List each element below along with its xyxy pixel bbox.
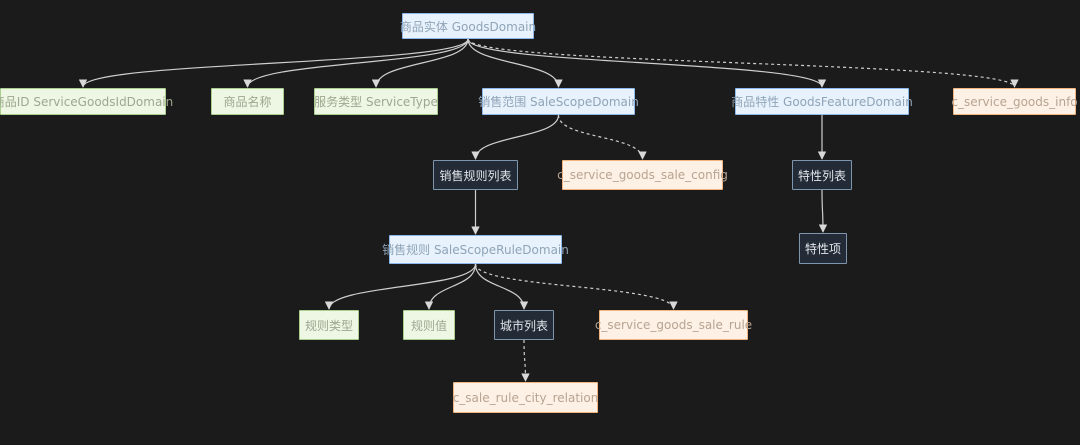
node-goods-id[interactable]: 商品ID ServiceGoodsIdDomain <box>0 88 173 115</box>
edge-goods_domain-to-goods_name <box>243 38 469 88</box>
edge-goods_domain-to-goods_info_table <box>467 38 1019 88</box>
edge-city_list-to-city_relation_table <box>521 339 530 382</box>
edge-sale_scope-to-sale_config_table <box>557 114 647 160</box>
node-goods-info-table[interactable]: c_service_goods_info <box>951 88 1078 115</box>
node-goods-domain[interactable]: 商品实体 GoodsDomain <box>400 13 536 39</box>
node-feature-list[interactable]: 特性列表 <box>792 160 852 190</box>
node-feature-item[interactable]: 特性项 <box>799 233 847 264</box>
edge-sale_rule-to-sale_rule_table <box>474 263 678 310</box>
edge-goods_domain-to-sale_scope <box>467 38 563 88</box>
edge-sale_rule-to-city_list <box>474 263 529 310</box>
node-city-relation-table[interactable]: c_sale_rule_city_relation <box>453 382 598 413</box>
node-sale-config-table[interactable]: c_service_goods_sale_config <box>557 160 728 190</box>
edge-goods_domain-to-service_type <box>371 38 469 88</box>
node-goods-feature[interactable]: 商品特性 GoodsFeatureDomain <box>731 88 913 115</box>
node-goods-name[interactable]: 商品名称 <box>211 88 284 115</box>
edge-goods_domain-to-goods_id <box>78 38 469 88</box>
edge-sale_scope-to-sale_rule_list <box>471 114 560 160</box>
node-rule-type[interactable]: 规则类型 <box>299 310 359 340</box>
edge-sale_rule-to-rule_value <box>424 263 477 310</box>
node-sale-rule-list[interactable]: 销售规则列表 <box>433 160 518 190</box>
edge-goods_domain-to-goods_feature <box>467 38 827 88</box>
node-service-type[interactable]: 服务类型 ServiceType <box>314 88 438 115</box>
node-sale-rule[interactable]: 销售规则 SaleScopeRuleDomain <box>382 235 569 264</box>
edge-feature_list-to-feature_item <box>818 189 828 233</box>
edge-sale_rule-to-rule_type <box>324 263 477 310</box>
node-sale-scope[interactable]: 销售范围 SaleScopeDomain <box>478 88 639 115</box>
node-city-list[interactable]: 城市列表 <box>494 310 554 340</box>
node-sale-rule-table[interactable]: c_service_goods_sale_rule <box>595 310 752 340</box>
node-rule-value[interactable]: 规则值 <box>403 310 455 340</box>
